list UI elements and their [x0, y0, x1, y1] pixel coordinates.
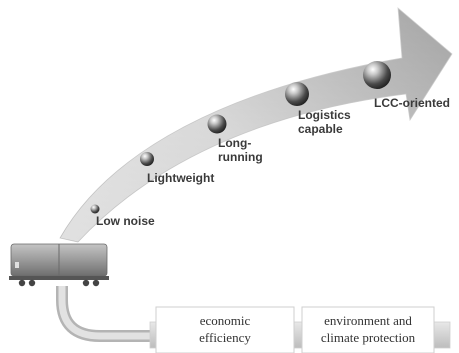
milestone-sphere-lightweight	[140, 152, 154, 166]
growth-arrow	[59, 7, 453, 243]
milestone-sphere-low-noise	[90, 204, 100, 214]
milestone-sphere-logistics	[285, 82, 309, 106]
milestone-label-low-noise: Low noise	[96, 214, 155, 228]
milestone-label-long-running: Long- running	[218, 136, 263, 164]
box-economic-efficiency	[155, 306, 295, 353]
rail-wagon-icon	[9, 243, 109, 287]
box-label-environment-climate: environment and climate protection	[320, 313, 416, 345]
box-environment-climate	[301, 306, 435, 353]
milestone-sphere-long-running	[207, 114, 227, 134]
milestone-sphere-lcc	[363, 61, 391, 89]
milestone-label-lightweight: Lightweight	[147, 171, 215, 185]
milestone-label-lcc: LCC-oriented	[374, 96, 450, 110]
box-label-economic-efficiency: economic efficiency	[199, 313, 251, 345]
milestone-label-logistics: Logistics capable	[298, 108, 351, 136]
